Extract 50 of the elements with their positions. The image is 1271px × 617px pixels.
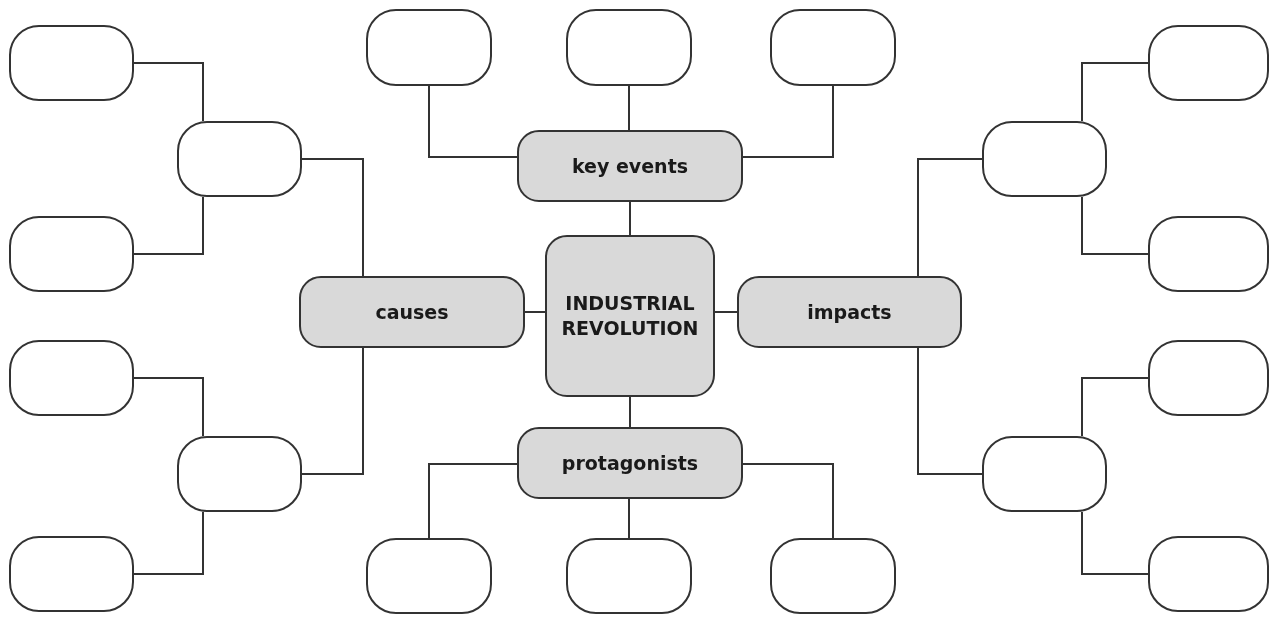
connector-line (628, 85, 630, 131)
connector-line (917, 158, 983, 277)
connector-line (1081, 196, 1149, 255)
connector-line (629, 201, 631, 236)
empty-box (9, 340, 134, 416)
branch-topic-text: key events (571, 153, 689, 179)
connector-line (1081, 377, 1149, 437)
branch-topic-text: causes (375, 299, 449, 325)
connector-line (301, 347, 364, 475)
connector-line (742, 85, 834, 158)
connector-line (133, 62, 204, 122)
empty-box (566, 538, 692, 614)
branch-topic-text: impacts (807, 299, 892, 325)
empty-box (177, 436, 302, 512)
connector-line (1081, 511, 1149, 575)
connector-line (917, 347, 983, 475)
branch-topic-box (517, 130, 743, 202)
empty-box (9, 216, 134, 292)
central-topic-box (545, 235, 715, 397)
empty-box (9, 25, 134, 101)
connector-line (714, 311, 738, 313)
connector-line (628, 498, 630, 539)
central-topic-text: INDUSTRIAL REVOLUTION (560, 291, 700, 341)
branch-topic-box (737, 276, 962, 348)
connector-line (301, 158, 364, 277)
connector-line (428, 85, 518, 158)
branch-topic-box (299, 276, 525, 348)
empty-box (366, 9, 492, 86)
connector-line (133, 377, 204, 437)
empty-box (982, 121, 1107, 197)
empty-box (770, 9, 896, 86)
branch-topic-box (517, 427, 743, 499)
connector-line (133, 196, 204, 255)
empty-box (566, 9, 692, 86)
empty-box (770, 538, 896, 614)
connector-line (524, 311, 546, 313)
connector-line (629, 396, 631, 428)
connector-line (1081, 62, 1149, 122)
empty-box (177, 121, 302, 197)
connector-line (742, 463, 834, 539)
branch-topic-text: protagonists (561, 450, 699, 476)
empty-box (366, 538, 492, 614)
empty-box (9, 536, 134, 612)
empty-box (1148, 340, 1269, 416)
empty-box (1148, 25, 1269, 101)
connector-line (428, 463, 518, 539)
connector-line (133, 511, 204, 575)
empty-box (1148, 536, 1269, 612)
empty-box (1148, 216, 1269, 292)
empty-box (982, 436, 1107, 512)
